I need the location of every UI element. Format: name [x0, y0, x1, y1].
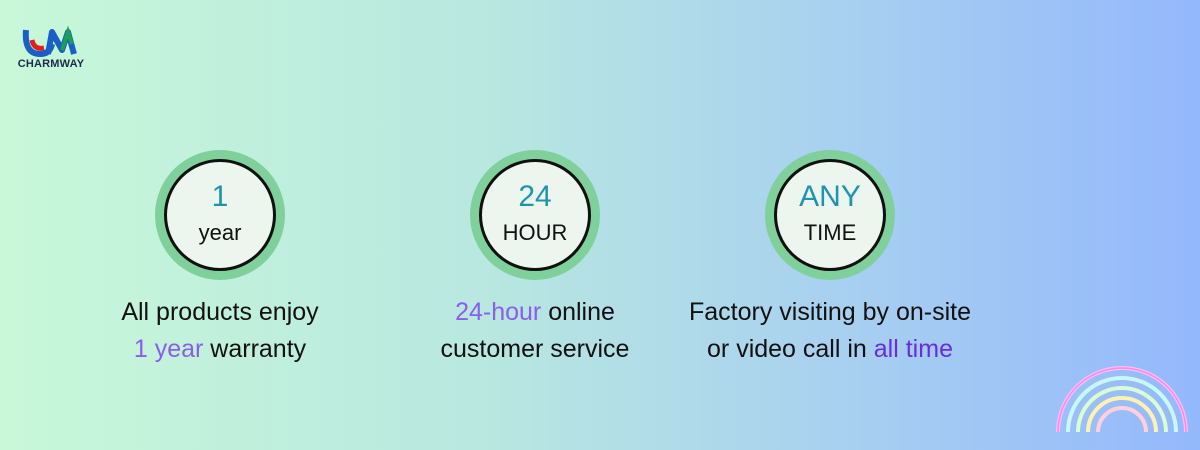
badge-number: ANY [799, 180, 861, 213]
feature-service: 24 HOUR 24-hour online customer service [375, 150, 695, 368]
badge-ring: ANY TIME [765, 150, 895, 280]
caption-line-1: Factory visiting by on-site [688, 298, 972, 326]
badge-unit: HOUR [502, 220, 568, 245]
badge-circle: 1 year [164, 159, 276, 271]
rainbow-icon [1056, 366, 1188, 433]
charmway-logo: CHARMWAY [6, 26, 96, 74]
feature-warranty: 1 year All products enjoy 1 year warrant… [60, 150, 380, 368]
caption-highlight: 1 year [133, 335, 204, 363]
feature-caption: All products enjoy 1 year warranty [60, 294, 380, 368]
caption-text: online [548, 298, 615, 326]
badge-unit: TIME [803, 220, 857, 245]
feature-visit: ANY TIME Factory visiting by on-site or … [670, 150, 990, 368]
feature-caption: 24-hour online customer service [375, 294, 695, 368]
brand-name: CHARMWAY [17, 58, 85, 70]
feature-caption: Factory visiting by on-site or video cal… [670, 294, 990, 368]
caption-text: warranty [210, 335, 307, 363]
badge-ring: 24 HOUR [470, 150, 600, 280]
caption-highlight: 24-hour [455, 298, 542, 326]
caption-line-1: 24-hour online [375, 294, 695, 331]
badge-number: 24 [518, 180, 552, 213]
caption-line-2: or video call in all time [670, 331, 990, 368]
badge-circle: ANY TIME [774, 159, 886, 271]
caption-line-2: 1 year warranty [60, 331, 380, 368]
badge-unit: year [198, 220, 242, 245]
caption-text: or video call in [707, 335, 867, 363]
badge-circle: 24 HOUR [479, 159, 591, 271]
caption-line-1: All products enjoy [121, 298, 319, 326]
charmway-logo-icon [22, 26, 77, 58]
badge-ring: 1 year [155, 150, 285, 280]
caption-line-2: customer service [440, 335, 630, 363]
caption-highlight: all time [873, 335, 953, 363]
badge-number: 1 [211, 180, 229, 213]
